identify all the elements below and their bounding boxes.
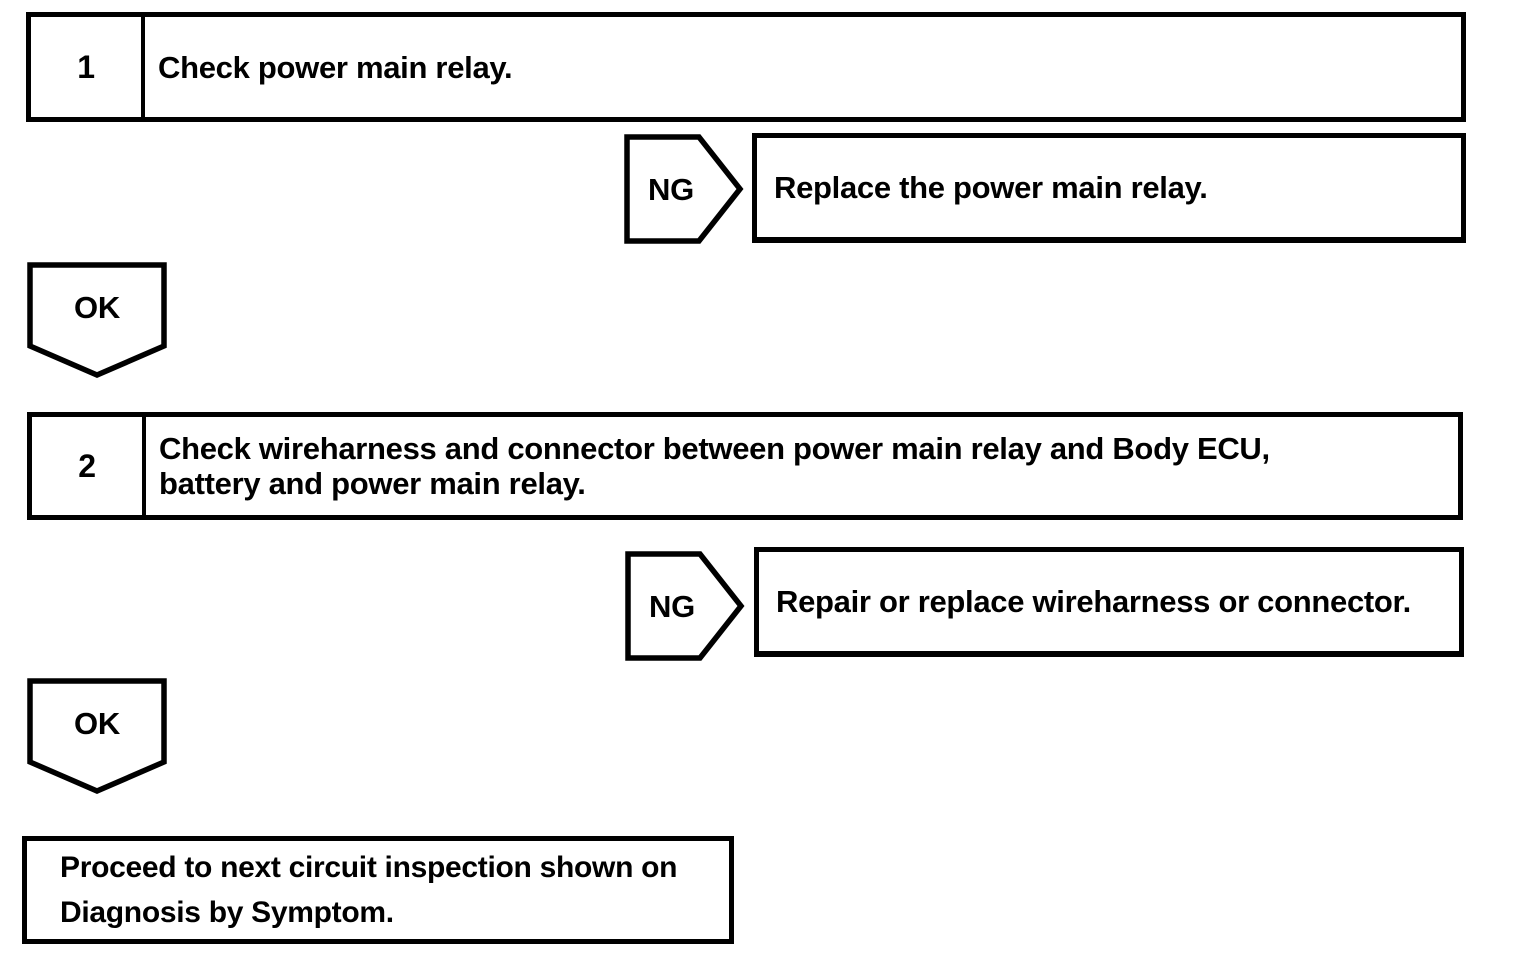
ok-arrow-icon-2: OK — [27, 678, 167, 794]
step-2-instruction: Check wireharness and connector between … — [159, 431, 1270, 501]
ng-pentagon-shape-1 — [624, 134, 744, 244]
ng-1-action-box: Replace the power main relay. — [752, 133, 1466, 243]
ng-1-action-text: Replace the power main relay. — [774, 169, 1208, 205]
step-2-number: 2 — [32, 417, 146, 515]
ng-1-label: NG — [648, 172, 694, 207]
ok-2-label: OK — [74, 706, 121, 741]
step-1-number: 1 — [31, 17, 145, 117]
ok-1-label: OK — [74, 290, 121, 325]
ng-arrow-icon-1: NG — [624, 134, 744, 244]
ng-arrow-icon-2: NG — [625, 551, 745, 661]
step-2-box: 2 Check wireharness and connector betwee… — [27, 412, 1463, 520]
ng-2-label: NG — [649, 589, 695, 624]
ng-pentagon-shape-2 — [625, 551, 745, 661]
ng-2-action-box: Repair or replace wireharness or connect… — [754, 547, 1464, 657]
final-action-text: Proceed to next circuit inspection shown… — [60, 851, 678, 929]
ok-arrow-icon-1: OK — [27, 262, 167, 378]
ok-pentagon-shape-2 — [27, 678, 167, 794]
step-1-instruction: Check power main relay. — [158, 49, 513, 85]
final-action-box: Proceed to next circuit inspection shown… — [22, 836, 734, 944]
ok-pentagon-shape-1 — [27, 262, 167, 378]
ng-2-action-text: Repair or replace wireharness or connect… — [776, 583, 1411, 619]
step-1-box: 1 Check power main relay. — [26, 12, 1466, 122]
